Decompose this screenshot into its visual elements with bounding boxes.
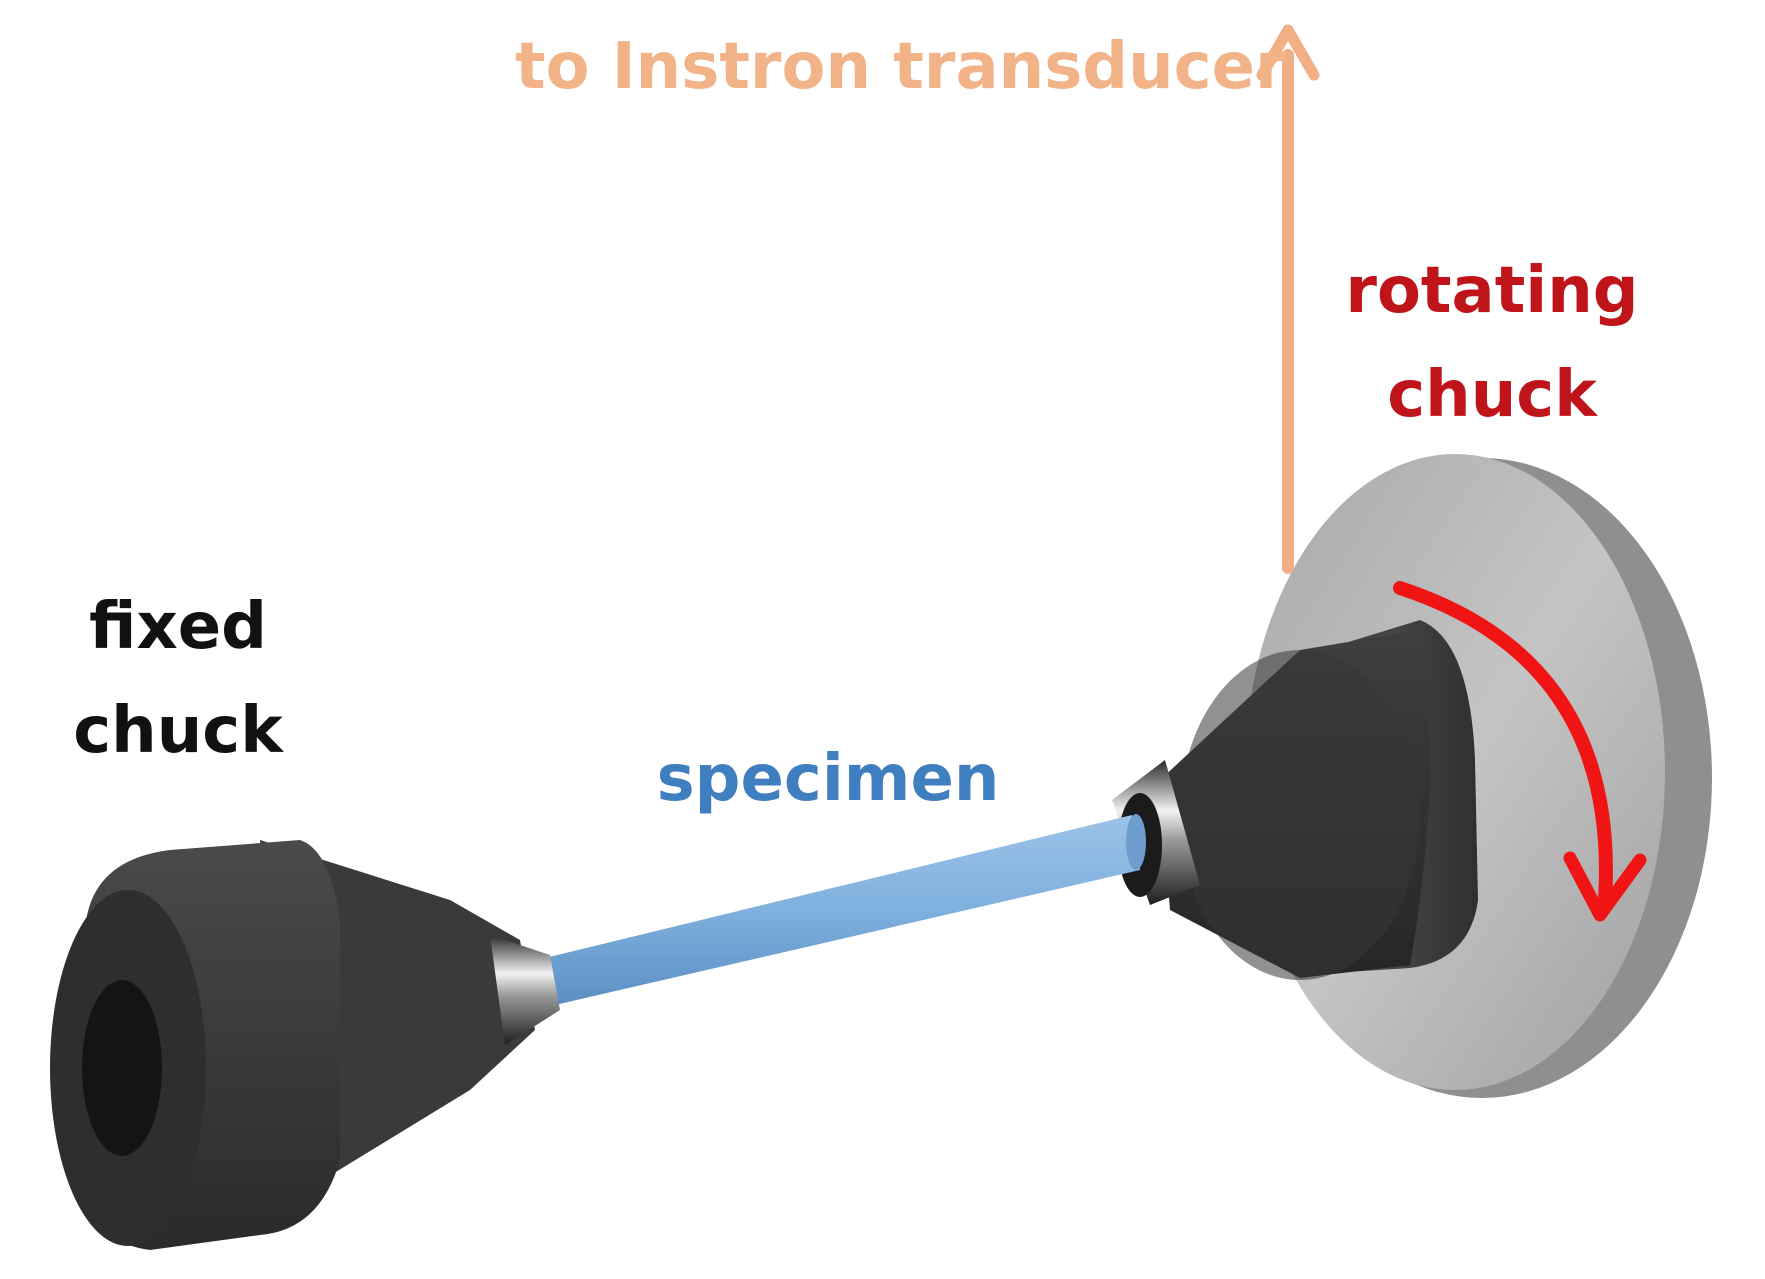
fixed-chuck-bore xyxy=(82,980,162,1156)
specimen-label: specimen xyxy=(657,742,1000,816)
rotating-chuck-label-line2: chuck xyxy=(1387,358,1598,432)
fixed-chuck-label-line2: chuck xyxy=(73,694,284,768)
arrow-up-icon xyxy=(1256,24,1320,574)
rotating-chuck-label-line1: rotating xyxy=(1345,254,1638,328)
specimen-rod xyxy=(545,814,1146,1005)
rotate-clockwise-icon xyxy=(1393,581,1647,922)
fixed-chuck xyxy=(50,840,560,1250)
fixed-chuck-collet xyxy=(490,935,560,1045)
fixed-chuck-label-line1: fixed xyxy=(89,590,267,664)
transducer-label: to Instron transducer xyxy=(515,30,1287,104)
rotating-chuck xyxy=(1112,454,1712,1098)
